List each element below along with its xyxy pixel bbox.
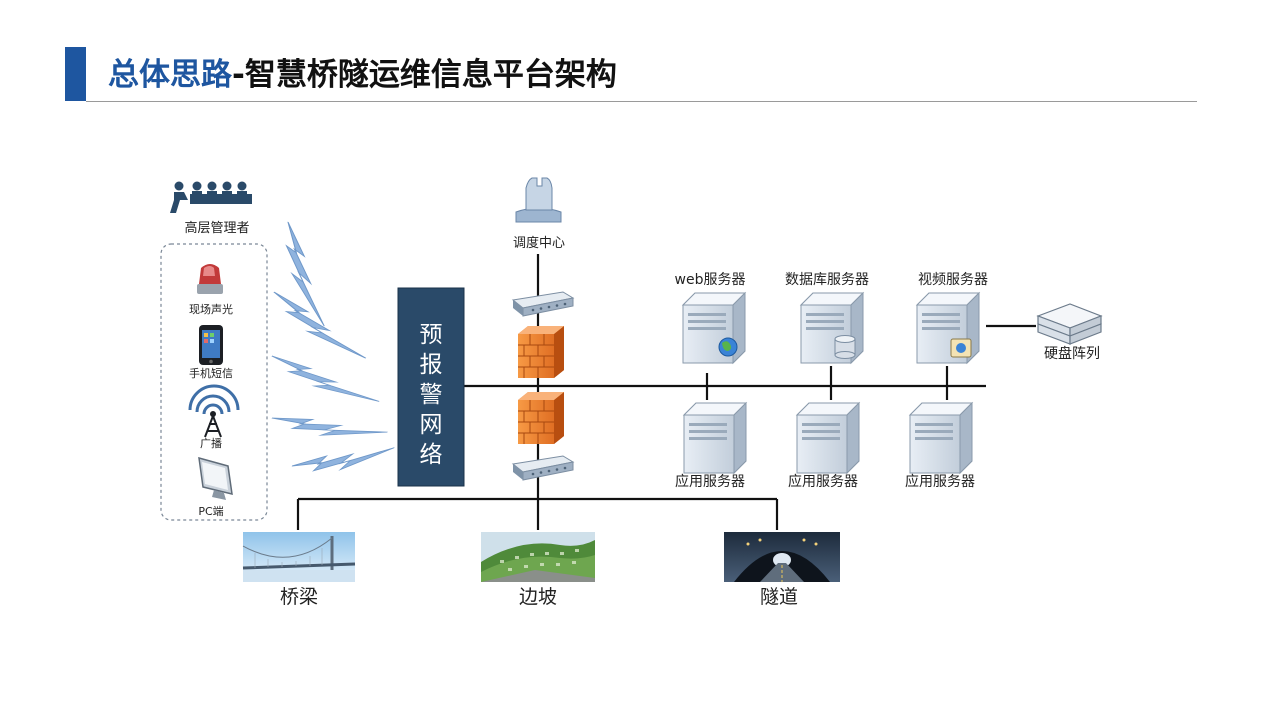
video-server-icon [916,292,980,364]
management-group-icon [170,181,252,213]
dispatch-label: 调度中心 [513,235,565,251]
broadcast-tower-icon [188,384,240,438]
database-server-icon [800,292,864,364]
server-label-web: web服务器 [675,272,746,288]
wireless-bolt-icon [268,355,383,403]
title-main: 总体思路 [108,57,232,93]
slope-photo [481,532,595,582]
tunnel-photo [724,532,840,582]
server-label-database: 数据库服务器 [785,272,869,288]
warning-network-box [397,287,465,487]
app-server-label: 应用服务器 [905,473,975,490]
wireless-links [254,221,395,502]
alarm-light-icon [197,264,223,294]
warning-network-label: 预报警网络 [420,322,443,468]
application-server-icon [796,402,860,474]
device-label-pc: PC端 [198,505,223,518]
warning-network-char: 警 [420,382,443,408]
title-sub: -智慧桥隧运维信息平台架构 [232,57,617,93]
title-accent-bar [65,47,86,101]
wireless-bolt-icon [263,291,377,359]
firewall-icon [517,325,565,379]
pc-monitor-icon [198,456,233,500]
device-label-sms: 手机短信 [189,366,233,380]
firewall-icon [517,391,565,445]
storage-label: 硬盘阵列 [1044,345,1100,362]
page-title: 总体思路-智慧桥隧运维信息平台架构 [108,52,617,98]
device-label-broadcast: 广播 [200,436,222,450]
devices-group [160,243,268,521]
server-label-video: 视频服务器 [918,272,988,288]
application-server-icon [909,402,973,474]
site-label-tunnel: 隧道 [760,586,798,608]
warning-network-char: 络 [420,442,443,468]
device-label-alarm: 现场声光 [189,302,233,316]
management-label: 高层管理者 [184,220,249,236]
bridge-photo [242,532,356,582]
switch-icon [512,291,574,317]
mobile-phone-icon [199,325,223,365]
warning-network-char: 报 [420,352,443,378]
wireless-bolt-icon [271,394,389,456]
dispatch-center-icon [515,177,562,223]
disk-array-icon [1036,303,1103,345]
app-server-label: 应用服务器 [788,473,858,490]
application-server-icon [683,402,747,474]
warning-network-char: 预 [420,322,443,348]
web-server-icon [682,292,746,364]
title-divider [86,101,1197,102]
site-label-slope: 边坡 [519,586,557,608]
site-label-bridge: 桥梁 [280,586,318,608]
switch-icon [512,455,574,481]
app-server-label: 应用服务器 [675,473,745,490]
warning-network-char: 网 [420,412,443,438]
